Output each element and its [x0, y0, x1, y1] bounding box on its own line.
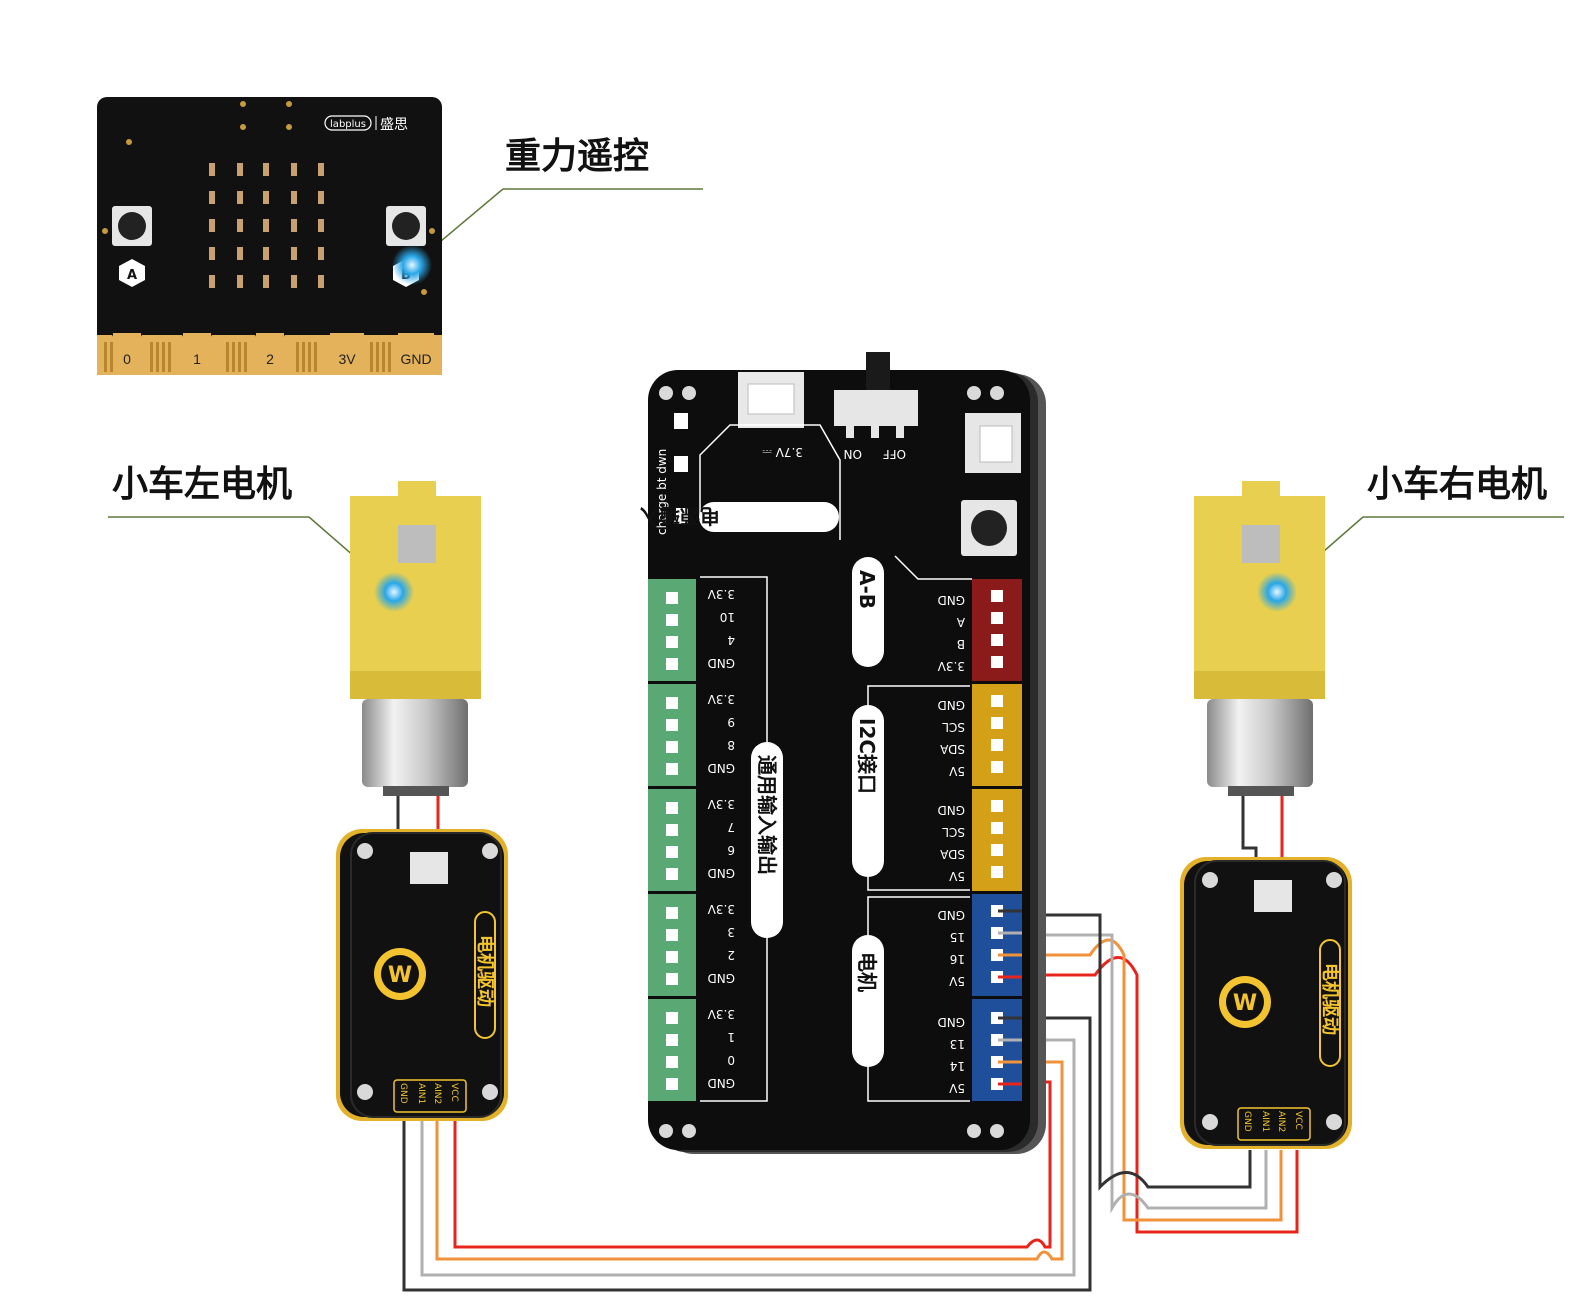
svg-text:1: 1 [727, 1030, 735, 1044]
right-motor-driver: W 电机驱动 GND AIN1 AIN2 VCC [1180, 857, 1352, 1149]
svg-text:B: B [957, 637, 965, 651]
svg-text:GND: GND [707, 1076, 735, 1090]
gpio-headers: 3.3V 10 4 GND 3.3V 9 8 GND 3.3V 7 6 GND … [648, 576, 783, 1102]
svg-text:A: A [127, 268, 137, 283]
power-input-label: 电源输入 [640, 504, 720, 528]
svg-text:5V: 5V [948, 764, 965, 778]
ab-label: A-B [855, 570, 879, 609]
svg-text:GND: GND [707, 971, 735, 985]
svg-text:VCC: VCC [449, 1083, 459, 1102]
callout-right-motor-label: 小车右电机 [1367, 464, 1547, 505]
svg-text:AIN2: AIN2 [1276, 1111, 1286, 1132]
svg-text:3.3V: 3.3V [937, 659, 965, 673]
expansion-board: 3.7V ⎓ ON OFF charge bt dwn 电源输入 [640, 352, 1046, 1154]
right-driver-label: 电机驱动 [1319, 963, 1341, 1035]
svg-text:GND: GND [937, 803, 965, 817]
svg-text:GND: GND [1242, 1111, 1252, 1132]
svg-text:3.3V: 3.3V [707, 797, 735, 811]
microbit-pin-0: 0 [123, 351, 131, 367]
svg-text:A: A [956, 615, 965, 629]
microbit-button-a[interactable]: A [112, 206, 152, 287]
svg-text:3: 3 [727, 925, 735, 939]
svg-text:W: W [388, 963, 412, 988]
svg-text:2: 2 [727, 948, 735, 962]
svg-text:3.3V: 3.3V [707, 692, 735, 706]
switch-on-label: ON [844, 447, 862, 461]
i2c-headers: GND SCL SDA 5V GND SCL SDA 5V I2C接口 [852, 684, 1022, 891]
microbit-pin-3v: 3V [338, 351, 356, 367]
left-motor [350, 481, 481, 796]
labplus-logo: labplus 盛思 [324, 115, 408, 133]
callout-gravity-remote: 重力遥控 [415, 136, 703, 263]
callout-left-motor-label: 小车左电机 [112, 464, 292, 505]
gpio-label: 通用输入输出 [755, 755, 779, 875]
svg-text:GND: GND [937, 1015, 965, 1029]
i2c-label: I2C接口 [855, 718, 879, 794]
svg-text:AIN1: AIN1 [1260, 1111, 1270, 1132]
glow-indicator-right-motor [1257, 572, 1297, 612]
right-motor [1194, 481, 1325, 796]
svg-text:AIN2: AIN2 [432, 1083, 442, 1104]
svg-text:4: 4 [727, 633, 735, 647]
reset-button[interactable] [961, 500, 1017, 556]
svg-text:GND: GND [707, 866, 735, 880]
svg-text:SCL: SCL [942, 720, 965, 734]
motor-headers: GND 15 16 5V GND 13 14 5V 电机 [852, 894, 1022, 1102]
callout-left-motor: 小车左电机 [108, 464, 395, 592]
svg-text:3.3V: 3.3V [707, 902, 735, 916]
svg-text:AIN1: AIN1 [416, 1083, 426, 1104]
svg-text:GND: GND [937, 698, 965, 712]
microbit-pin-gnd: GND [400, 351, 431, 367]
led-matrix [209, 163, 324, 288]
svg-text:5V: 5V [948, 1081, 965, 1095]
svg-text:labplus: labplus [330, 119, 366, 130]
svg-text:GND: GND [937, 908, 965, 922]
callout-gravity-remote-label: 重力遥控 [505, 136, 649, 177]
left-motor-driver: W 电机驱动 GND AIN1 AIN2 VCC [336, 829, 508, 1121]
svg-text:14: 14 [950, 1059, 965, 1073]
svg-text:SCL: SCL [942, 825, 965, 839]
battery-label: 3.7V ⎓ [762, 445, 803, 459]
svg-text:W: W [1233, 991, 1257, 1016]
switch-off-label: OFF [883, 447, 906, 461]
glow-indicator-left-motor [374, 572, 414, 612]
svg-text:8: 8 [727, 738, 735, 752]
left-driver-label: 电机驱动 [474, 935, 496, 1007]
svg-text:GND: GND [398, 1083, 408, 1104]
svg-text:GND: GND [707, 761, 735, 775]
svg-text:3.3V: 3.3V [707, 1007, 735, 1021]
svg-text:13: 13 [950, 1037, 965, 1051]
wires [396, 790, 1299, 1292]
svg-text:5V: 5V [948, 869, 965, 883]
svg-text:GND: GND [937, 593, 965, 607]
svg-text:6: 6 [727, 843, 735, 857]
svg-text:7: 7 [727, 820, 735, 834]
svg-text:16: 16 [950, 952, 965, 966]
wire-tips [998, 909, 1022, 1086]
svg-text:0: 0 [727, 1053, 735, 1067]
motor-label: 电机 [855, 952, 879, 992]
svg-text:10: 10 [720, 610, 735, 624]
microbit-board: 0 1 2 3V GND labplus 盛思 [97, 97, 442, 375]
svg-text:盛思: 盛思 [380, 117, 408, 133]
svg-text:9: 9 [727, 715, 735, 729]
microbit-pin-1: 1 [193, 351, 201, 367]
svg-text:SDA: SDA [939, 847, 965, 861]
callout-right-motor: 小车右电机 [1276, 464, 1564, 593]
power-switch[interactable] [834, 352, 918, 438]
ab-header: GND A B 3.3V A-B [852, 555, 1022, 681]
microbit-pin-2: 2 [266, 351, 274, 367]
charge-label: charge bt dwn [655, 449, 669, 535]
glow-indicator-microbit [392, 245, 432, 285]
svg-text:GND: GND [707, 656, 735, 670]
svg-text:SDA: SDA [939, 742, 965, 756]
svg-text:VCC: VCC [1293, 1111, 1303, 1130]
svg-text:15: 15 [950, 930, 965, 944]
svg-text:5V: 5V [948, 974, 965, 988]
svg-text:3.3V: 3.3V [707, 587, 735, 601]
